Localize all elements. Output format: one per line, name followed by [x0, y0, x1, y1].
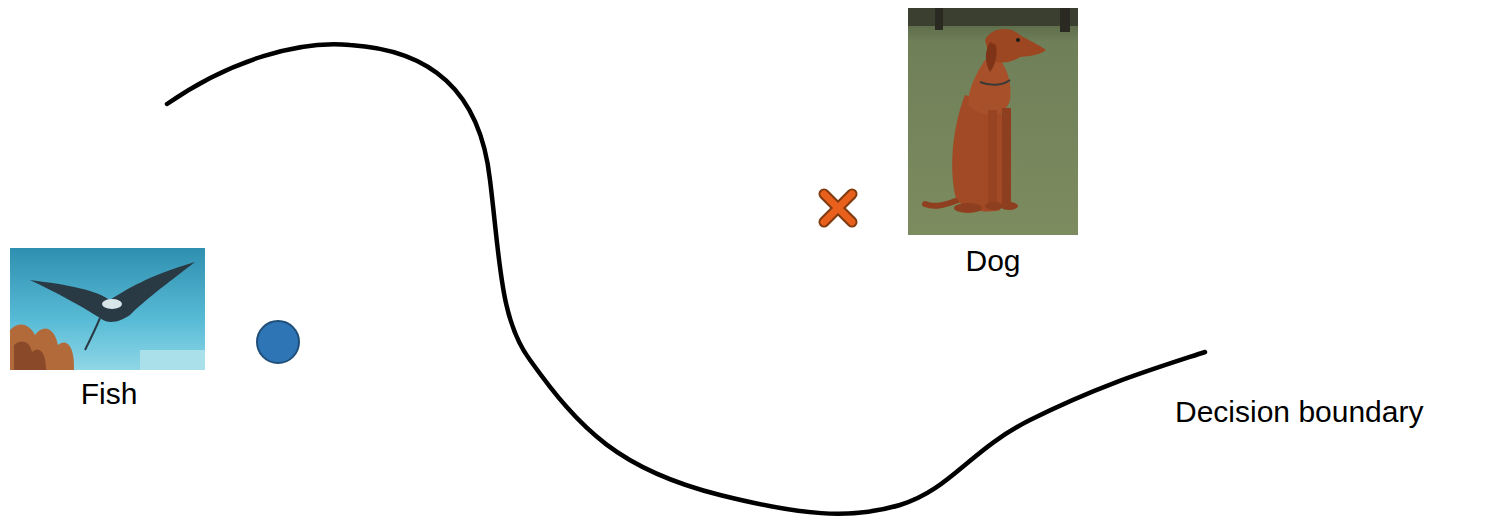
dog-sample-cross [824, 194, 852, 222]
fish-sample-dot [257, 321, 299, 363]
boundary-label: Decision boundary [1175, 394, 1423, 430]
class-label: Fish [81, 376, 138, 412]
class-label: Dog [965, 243, 1020, 279]
dog-photo [908, 8, 1078, 235]
fish-photo [10, 248, 205, 370]
